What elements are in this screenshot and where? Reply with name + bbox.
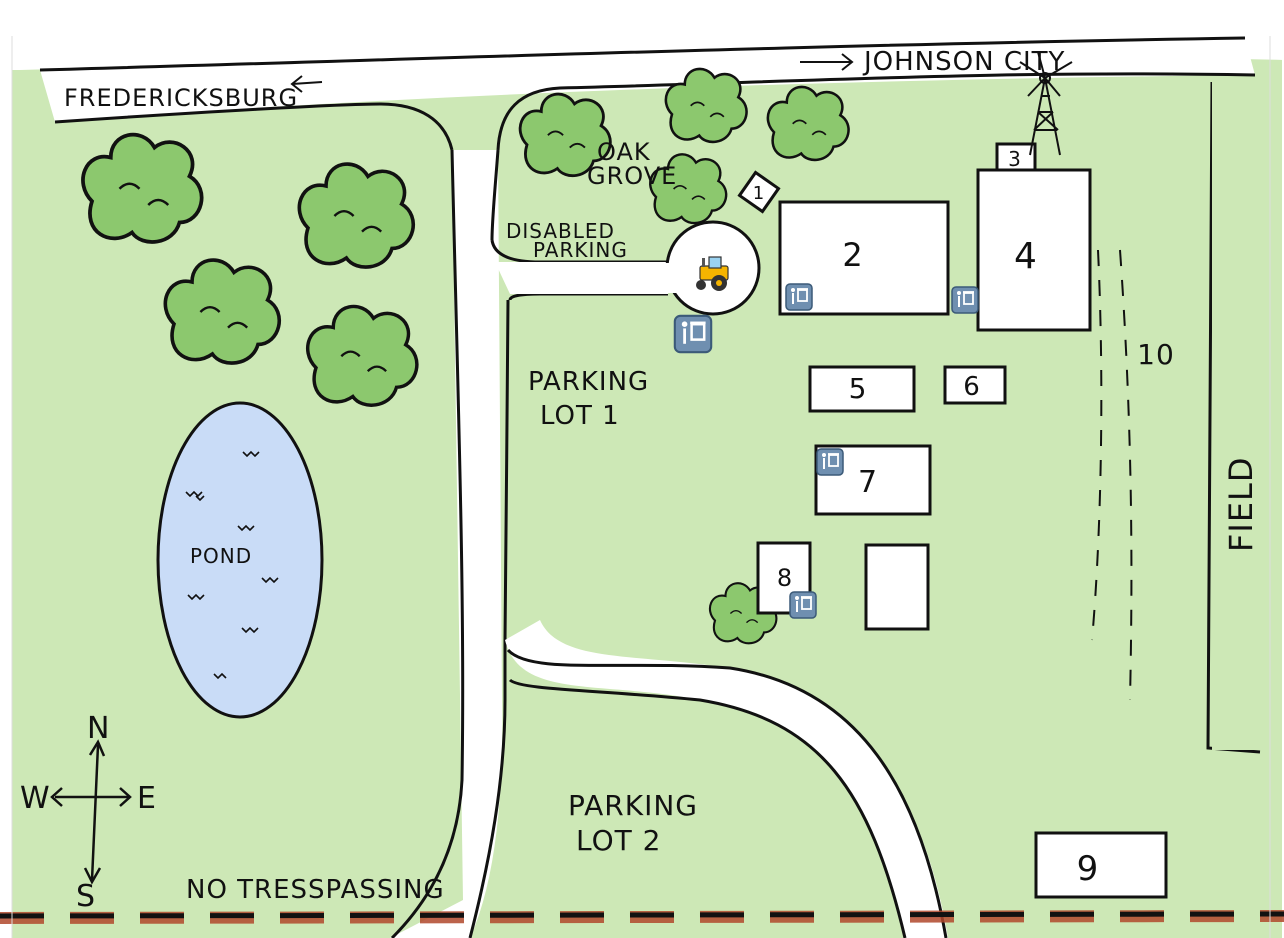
building-unlabeled[interactable] [864, 543, 930, 631]
compass-west: W [20, 781, 51, 816]
oak-grove-label: OAK [597, 138, 651, 166]
compass-rose [50, 739, 132, 885]
parking-lot-2-label: PARKING [568, 789, 698, 822]
main-road [40, 38, 1255, 122]
arrow-left-icon [290, 75, 323, 93]
building-7-number: 7 [858, 465, 878, 500]
road-label-fredericksburg: FREDERICKSBURG [64, 84, 298, 112]
building-4-number: 4 [1014, 236, 1038, 277]
disabled-parking-label: DISABLED [506, 219, 615, 243]
oak-grove-label-2: GROVE [587, 162, 677, 190]
trash-can-icon[interactable] [785, 283, 813, 311]
building-3-number: 3 [1008, 147, 1022, 171]
compass-east: E [137, 781, 157, 816]
compass-south: S [76, 879, 96, 914]
building-1-number: 1 [753, 183, 765, 204]
pond-label: POND [190, 544, 252, 568]
compass-north: N [87, 711, 110, 746]
tractor-icon [696, 256, 729, 291]
property-boundary-line [0, 911, 1284, 919]
trash-can-icon[interactable] [816, 448, 844, 476]
parking-lot-2-label-2: LOT 2 [576, 824, 661, 857]
parking-lot-1-label-2: LOT 1 [540, 401, 620, 431]
building-1[interactable] [737, 170, 781, 214]
building-3[interactable] [995, 142, 1037, 172]
no-trespassing-label: NO TRESSPASSING [186, 875, 445, 905]
building-2-number: 2 [842, 236, 863, 274]
parking-lot-1-label: PARKING [528, 367, 649, 397]
building-5-number: 5 [849, 372, 868, 405]
building-9[interactable] [1034, 831, 1168, 899]
pond [156, 401, 324, 719]
trash-can-icon[interactable] [789, 591, 817, 619]
trash-can-icon[interactable] [951, 286, 979, 314]
disabled-parking-label-2: PARKING [533, 238, 628, 262]
road-label-johnson-city: JOHNSON CITY [862, 47, 1065, 77]
building-6-number: 6 [963, 372, 981, 402]
field-label: FIELD [1222, 456, 1260, 552]
building-6[interactable] [943, 365, 1007, 405]
trash-can-icon[interactable] [673, 314, 713, 354]
building-8-number: 8 [777, 564, 793, 592]
building-9-number: 9 [1077, 849, 1100, 889]
building-2[interactable] [778, 200, 950, 316]
area-10-number: 10 [1137, 338, 1175, 371]
building-5[interactable] [808, 365, 916, 413]
arrow-right-icon [800, 53, 854, 71]
windmill-icon [1019, 51, 1073, 156]
